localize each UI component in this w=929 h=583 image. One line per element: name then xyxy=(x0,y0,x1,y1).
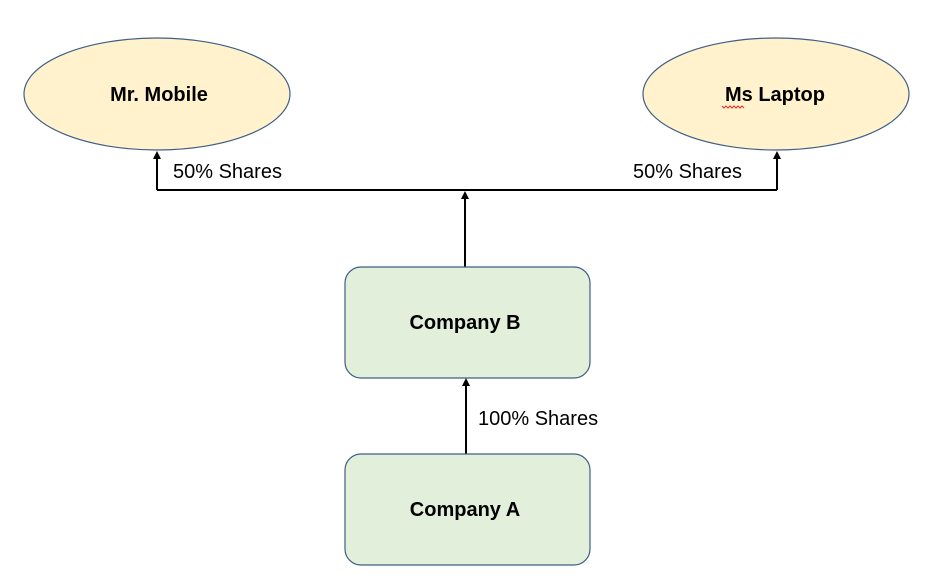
mr-mobile-ellipse xyxy=(23,37,291,151)
mr-mobile-label: Mr. Mobile xyxy=(110,84,208,106)
node-company-b: Company B xyxy=(344,266,591,379)
right-share-label: 50% Shares xyxy=(633,161,742,183)
ms-laptop-ellipse xyxy=(642,37,910,151)
company-b-label: Company B xyxy=(409,312,520,334)
node-ms-laptop: Ms Laptop xyxy=(642,37,910,151)
ms-laptop-label: Ms Laptop xyxy=(725,84,825,106)
a-to-b-share-label: 100% Shares xyxy=(478,408,598,430)
connectors xyxy=(153,151,781,454)
spellcheck-underline xyxy=(721,105,745,109)
company-a-label: Company A xyxy=(410,499,520,521)
company-b-box xyxy=(344,266,591,379)
node-mr-mobile: Mr. Mobile xyxy=(23,37,291,151)
company-a-box xyxy=(344,453,591,566)
left-share-label: 50% Shares xyxy=(173,161,282,183)
node-company-a: Company A xyxy=(344,453,591,566)
